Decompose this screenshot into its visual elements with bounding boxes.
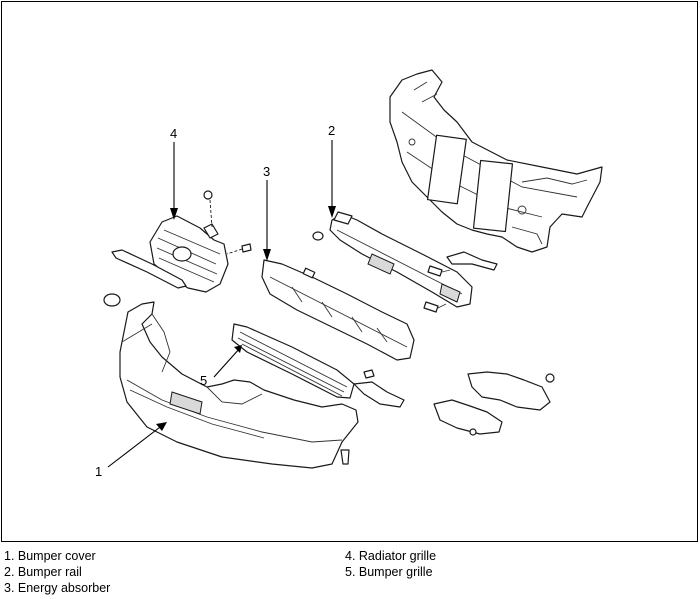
callout-2: 2 xyxy=(328,123,335,138)
legend-item-bumper-rail: 2. Bumper rail xyxy=(4,565,82,579)
bumper-rail xyxy=(312,211,473,308)
legend-column-right: 4. Radiator grille 5. Bumper grille xyxy=(345,548,436,580)
exploded-view-drawing: 4 3 2 5 1 xyxy=(95,69,603,479)
callout-4: 4 xyxy=(170,126,177,141)
rail-bolts xyxy=(423,265,451,313)
bumper-cover xyxy=(119,301,359,469)
bumper-grille xyxy=(231,323,355,399)
legend-item-radiator-grille: 4. Radiator grille xyxy=(345,549,437,563)
legend-item-bumper-grille: 5. Bumper grille xyxy=(345,565,433,579)
energy-absorber xyxy=(261,259,415,361)
callout-5: 5 xyxy=(200,373,207,388)
parts-legend: 1. Bumper cover 2. Bumper rail 3. Energy… xyxy=(4,548,694,596)
legend-item-energy-absorber: 3. Energy absorber xyxy=(4,581,111,595)
rail-bracket xyxy=(446,251,498,271)
callout-1: 1 xyxy=(95,464,102,479)
callout-3: 3 xyxy=(263,164,270,179)
radiator-grille xyxy=(103,190,252,307)
cover-bolt xyxy=(340,449,350,465)
legend-column-left: 1. Bumper cover 2. Bumper rail 3. Energy… xyxy=(4,548,110,596)
diagram-frame: 4 3 2 5 1 xyxy=(1,1,698,542)
leader-lines xyxy=(107,140,336,468)
radiator-support xyxy=(389,69,603,253)
legend-item-bumper-cover: 1. Bumper cover xyxy=(4,549,96,563)
fog-lamp-assembly xyxy=(353,369,555,436)
